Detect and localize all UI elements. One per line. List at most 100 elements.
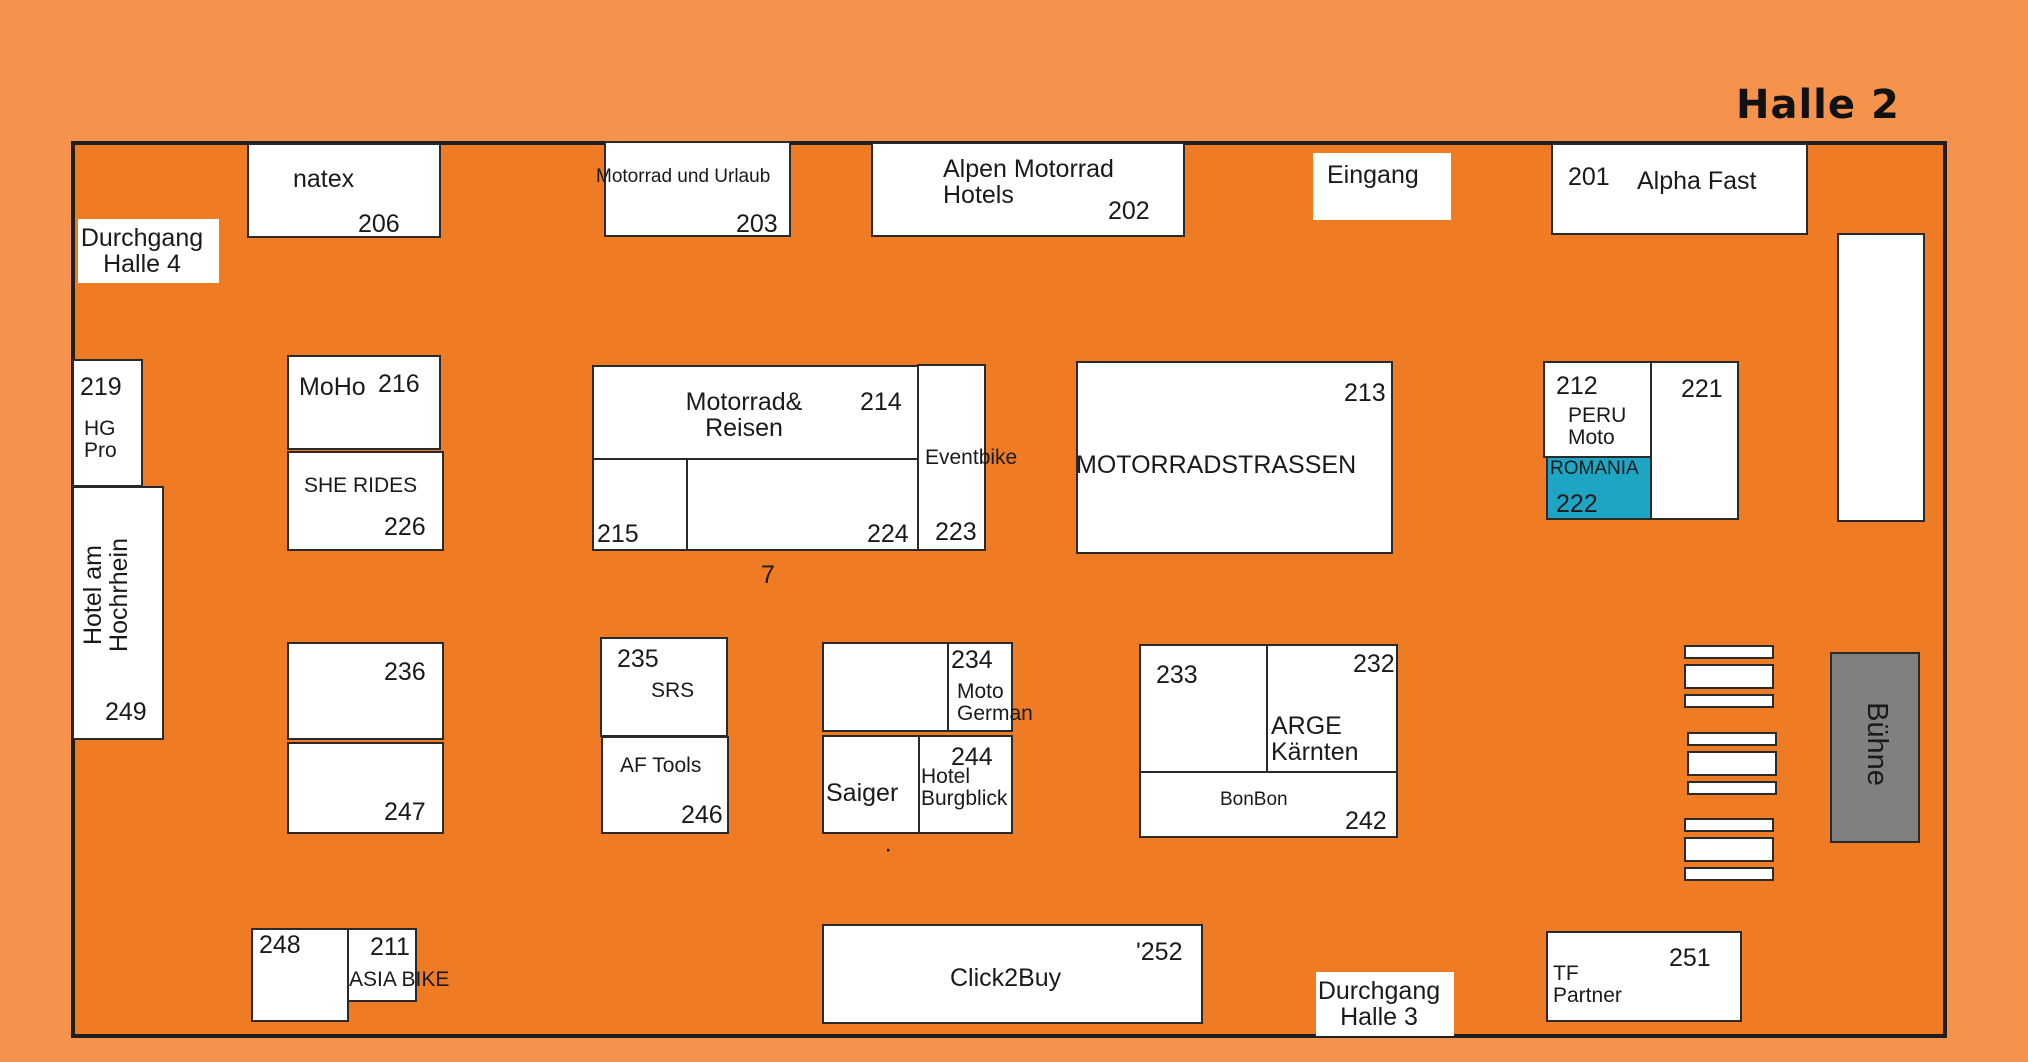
booth-213-number: 213	[1344, 379, 1386, 407]
booth-251-name: TF Partner	[1553, 962, 1622, 1008]
booth-203-name: Motorrad und Urlaub	[596, 166, 771, 187]
booth-236-number: 236	[384, 658, 426, 686]
booth-saiger-name: Saiger	[826, 779, 899, 807]
booth-213-name: MOTORRADSTRASSEN	[1076, 451, 1357, 479]
booth-222-name: ROMANIA	[1550, 458, 1639, 479]
booth-234[interactable]	[947, 642, 1013, 732]
booth-206-name: natex	[293, 165, 355, 193]
stage-step	[1684, 664, 1774, 689]
booth-212-name: PERU Moto	[1568, 404, 1627, 450]
booth-201[interactable]	[1551, 143, 1808, 235]
booth-202-number: 202	[1108, 197, 1150, 225]
booth-219-name: HG Pro	[84, 417, 117, 463]
booth-226-number: 226	[384, 513, 426, 541]
booth-215-number: 215	[597, 520, 639, 548]
booth-215[interactable]	[592, 458, 688, 551]
passage-hall-3[interactable]	[1316, 972, 1454, 1036]
stage-step	[1687, 751, 1777, 776]
booth-249[interactable]	[72, 486, 164, 740]
booth-202[interactable]	[871, 142, 1185, 237]
booth-244-number: 244	[951, 743, 993, 771]
booth-234-name: Moto German	[957, 680, 1033, 726]
booth-246-name: AF Tools	[620, 754, 702, 777]
booth-223[interactable]	[917, 364, 986, 551]
booth-219-number: 219	[80, 373, 122, 401]
entrance[interactable]	[1313, 153, 1451, 220]
booth-224[interactable]	[686, 458, 919, 551]
booth-212-number: 212	[1556, 372, 1598, 400]
booth-201-name: Alpha Fast	[1637, 167, 1757, 195]
booth-211-name: ASIA BIKE	[349, 968, 450, 991]
booth-216[interactable]	[287, 355, 441, 450]
booth-235-number: 235	[617, 645, 659, 673]
passage-hall-4[interactable]	[78, 219, 219, 283]
hall-title: Halle 2	[1736, 82, 1900, 128]
booth-249-number: 249	[105, 698, 147, 726]
booth-221-number: 221	[1681, 375, 1723, 403]
booth-235-name: SRS	[651, 679, 695, 702]
booth-224-number: 224	[867, 520, 909, 548]
booth-251-number: 251	[1669, 944, 1711, 972]
stage-label: Bühne	[1861, 702, 1893, 786]
booth-216-name: MoHo	[299, 373, 366, 401]
booth-202-name: Alpen Motorrad Hotels	[943, 155, 1114, 210]
booth-249-name: Hotel am Hochrhein	[79, 538, 134, 652]
booth-242[interactable]	[1139, 771, 1398, 838]
booth-214-name: Motorrad& Reisen	[685, 388, 803, 443]
booth-211[interactable]	[347, 928, 417, 1002]
stage-step	[1687, 781, 1777, 795]
stage-step	[1687, 732, 1777, 746]
booth-236[interactable]	[287, 642, 444, 740]
dot-mark: ·	[884, 835, 893, 863]
stage-step	[1684, 694, 1774, 708]
booth-right-blank[interactable]	[1837, 233, 1925, 522]
booth-233-number: 233	[1156, 661, 1198, 689]
booth-203-number: 203	[736, 210, 778, 238]
booth-226-name: SHE RIDES	[304, 474, 418, 497]
booth-201-number: 201	[1568, 163, 1610, 191]
booth-212[interactable]	[1543, 361, 1653, 458]
booth-247[interactable]	[287, 742, 444, 834]
booth-252-name: Click2Buy	[950, 964, 1062, 992]
booth-222-number: 222	[1556, 490, 1598, 518]
booth-234-left[interactable]	[822, 642, 949, 732]
passage-hall-3-label: Durchgang Halle 3	[1317, 977, 1441, 1032]
booth-244[interactable]	[918, 735, 1013, 834]
stage-step	[1684, 837, 1774, 862]
booth-246[interactable]	[601, 736, 729, 834]
stage-step	[1684, 818, 1774, 832]
entrance-label: Eingang	[1327, 161, 1419, 189]
booth-219[interactable]	[72, 359, 143, 487]
booth-223-number: 223	[935, 518, 977, 546]
stage-step	[1684, 645, 1774, 659]
booth-232[interactable]	[1266, 644, 1398, 773]
booth-242-name: BonBon	[1220, 789, 1288, 810]
stage[interactable]	[1830, 652, 1920, 843]
booth-248-number: 248	[259, 931, 301, 959]
booth-214-number: 214	[860, 388, 902, 416]
booth-232-number: 232	[1353, 650, 1395, 678]
aisle-7-label: 7	[761, 561, 775, 589]
booth-251[interactable]	[1546, 931, 1742, 1022]
booth-211-number: 211	[370, 933, 410, 961]
booth-232-name: ARGE Kärnten	[1271, 712, 1359, 767]
booth-242-number: 242	[1345, 807, 1387, 835]
booth-244-name: Hotel Burgblick	[921, 765, 1008, 811]
booth-206[interactable]	[247, 143, 441, 238]
booth-221[interactable]	[1650, 361, 1739, 520]
booth-226[interactable]	[287, 451, 444, 551]
stage-step	[1684, 867, 1774, 881]
booth-248[interactable]	[251, 928, 349, 1022]
booth-252[interactable]	[822, 924, 1203, 1024]
booth-213[interactable]	[1076, 361, 1393, 554]
booth-252-number: '252	[1136, 938, 1183, 966]
hall-floor	[71, 141, 1947, 1038]
passage-hall-4-label: Durchgang Halle 4	[80, 224, 204, 279]
booth-234-number: 234	[951, 646, 993, 674]
booth-206-number: 206	[358, 210, 400, 238]
booth-203[interactable]	[604, 141, 791, 237]
booth-247-number: 247	[384, 798, 426, 826]
booth-246-number: 246	[681, 801, 723, 829]
booth-223-name: Eventbike	[925, 446, 1018, 469]
booth-216-number: 216	[378, 370, 420, 398]
